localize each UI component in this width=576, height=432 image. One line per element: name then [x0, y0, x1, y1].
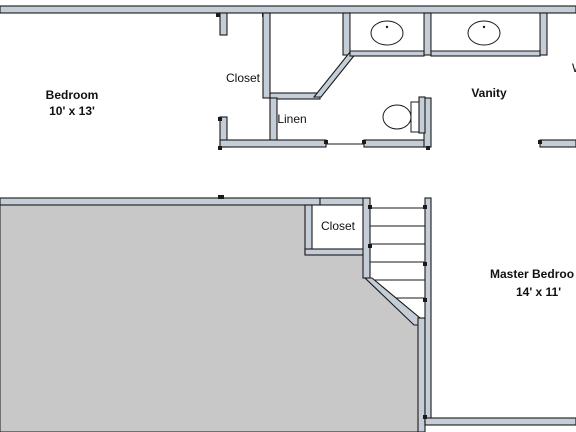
wall-post — [324, 140, 328, 144]
room-label-closet-upper: Closet — [226, 71, 261, 85]
wall-post — [218, 117, 222, 121]
wall-toilet — [418, 96, 426, 134]
wall-lower-mid — [363, 139, 431, 148]
wall-post — [423, 415, 427, 419]
wall-stub — [539, 12, 548, 56]
wall-post — [216, 13, 220, 17]
room-label-master-bedroom: Master Bedroo — [490, 267, 574, 281]
sink-drain — [482, 25, 486, 29]
wall-post — [538, 140, 542, 144]
wall-master-left — [417, 317, 426, 432]
wall-post — [426, 146, 430, 150]
wall-stub — [219, 12, 228, 36]
wall-post — [368, 205, 372, 209]
wall-lower — [219, 139, 327, 148]
toilet-icon — [382, 104, 412, 130]
wall-closet-lower-left — [304, 204, 313, 255]
wall-lower-far-right — [539, 139, 576, 148]
wall-post — [423, 298, 427, 302]
sink-drain — [385, 25, 389, 29]
wall-post — [423, 205, 427, 209]
wall-stub — [342, 12, 351, 56]
wall-post — [218, 195, 224, 199]
room-label-linen: Linen — [277, 112, 306, 126]
sink-icon — [467, 20, 501, 46]
room-dims-bedroom: 10' x 13' — [49, 104, 95, 118]
wall-post — [218, 146, 222, 150]
wall-middle — [0, 197, 321, 206]
wall-post — [362, 140, 366, 144]
room-label-vanity-partial: W — [572, 61, 576, 75]
wall-stair-left — [362, 197, 371, 279]
room-dims-master-bedroom: 14' x 11' — [516, 285, 561, 299]
wall-closet-left — [262, 12, 271, 99]
open-area — [0, 204, 419, 432]
room-label-closet-lower: Closet — [321, 219, 356, 233]
wall-stair-right — [424, 197, 432, 424]
wall-post — [423, 262, 427, 266]
room-label-vanity: Vanity — [471, 86, 507, 100]
wall-top — [0, 5, 576, 14]
toilet-tank — [410, 101, 420, 133]
wall-closet-lower-bottom — [304, 248, 366, 256]
wall-master-bottom — [424, 417, 576, 426]
wall-post — [368, 244, 372, 248]
sink-icon — [370, 20, 404, 46]
wall-vanity-left — [423, 12, 432, 56]
room-label-bedroom: Bedroom — [46, 88, 99, 102]
wall-linen-top — [269, 97, 278, 147]
wall-diagonal — [312, 51, 359, 98]
